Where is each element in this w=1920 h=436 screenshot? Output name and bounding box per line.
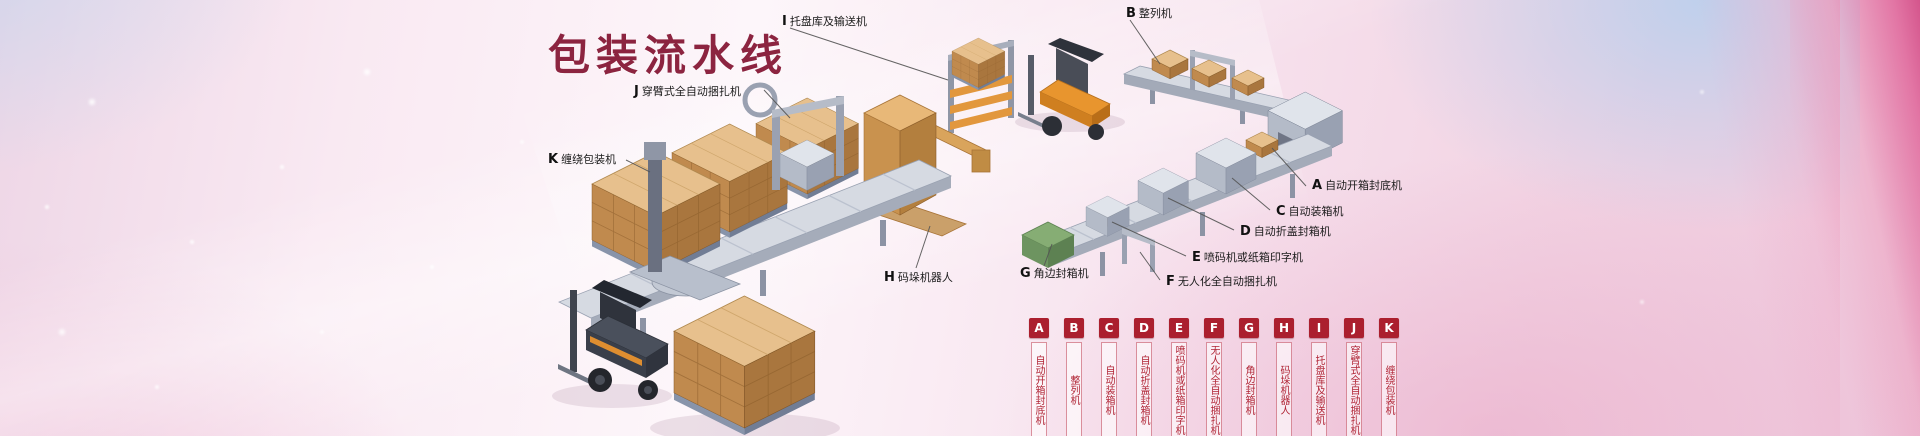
legend-item-label: 自动开箱封底机 — [1031, 342, 1047, 436]
callout-text: 穿臂式全自动捆扎机 — [641, 85, 741, 98]
legend-item-label: 角边封箱机 — [1241, 342, 1257, 436]
legend-letter-badge: F — [1204, 318, 1224, 338]
legend-letter-badge: G — [1239, 318, 1259, 338]
callout-letter: F — [1166, 274, 1175, 289]
callout-letter: B — [1126, 6, 1136, 21]
legend-letter-badge: I — [1309, 318, 1329, 338]
legend-item-label: 托盘库及输送机 — [1311, 342, 1327, 436]
legend-item-b: B 整列机 — [1063, 318, 1085, 436]
legend-letter-badge: D — [1134, 318, 1154, 338]
legend-item-e: E 喷码机或纸箱印字机 — [1168, 318, 1190, 436]
pallet-store — [948, 37, 1014, 133]
strapping-machine-f — [1122, 228, 1155, 272]
callout-text: 整列机 — [1138, 7, 1172, 20]
floor-pallet-stack — [673, 295, 816, 436]
legend: A 自动开箱封底机 B 整列机 C 自动装箱机 D 自动折盖封箱机 E 喷码机或… — [1028, 318, 1400, 436]
legend-item-label: 喷码机或纸箱印字机 — [1171, 342, 1187, 436]
callout-letter: G — [1020, 266, 1031, 281]
legend-letter-badge: C — [1099, 318, 1119, 338]
callout-text: 自动装箱机 — [1288, 205, 1344, 218]
callout-letter: A — [1312, 178, 1323, 193]
legend-item-h: H 码垛机器人 — [1273, 318, 1295, 436]
callout-letter: E — [1192, 250, 1201, 265]
callout-letter: I — [782, 14, 787, 29]
legend-letter-badge: E — [1169, 318, 1189, 338]
legend-item-j: J 穿臂式全自动捆扎机 — [1343, 318, 1365, 436]
callout-leader-lines — [625, 19, 1307, 281]
callout-text: 码垛机器人 — [897, 271, 953, 284]
legend-item-label: 码垛机器人 — [1276, 342, 1292, 436]
callout-letter: J — [634, 84, 639, 99]
legend-item-d: D 自动折盖封箱机 — [1133, 318, 1155, 436]
legend-item-label: 自动折盖封箱机 — [1136, 342, 1152, 436]
callout-text: 无人化全自动捆扎机 — [1177, 275, 1277, 288]
legend-item-label: 无人化全自动捆扎机 — [1206, 342, 1222, 436]
wrap-machine — [628, 142, 742, 301]
legend-item-a: A 自动开箱封底机 — [1028, 318, 1050, 436]
legend-item-label: 缠绕包装机 — [1381, 342, 1397, 436]
callout-text: 托盘库及输送机 — [789, 15, 867, 28]
legend-letter-badge: K — [1379, 318, 1399, 338]
legend-item-label: 自动装箱机 — [1101, 342, 1117, 436]
legend-item-g: G 角边封箱机 — [1238, 318, 1260, 436]
legend-letter-badge: B — [1064, 318, 1084, 338]
legend-item-f: F 无人化全自动捆扎机 — [1203, 318, 1225, 436]
callout-text: 喷码机或纸箱印字机 — [1203, 251, 1303, 264]
legend-letter-badge: H — [1274, 318, 1294, 338]
forklift-orange — [1018, 38, 1111, 140]
callout-letter: D — [1240, 224, 1251, 239]
legend-letter-badge: J — [1344, 318, 1364, 338]
corner-sealer-machine — [1021, 221, 1075, 268]
legend-letter-badge: A — [1029, 318, 1049, 338]
legend-item-label: 穿臂式全自动捆扎机 — [1346, 342, 1362, 436]
legend-item-c: C 自动装箱机 — [1098, 318, 1120, 436]
callout-letter: K — [548, 152, 559, 167]
legend-item-i: I 托盘库及输送机 — [1308, 318, 1330, 436]
page-title: 包装流水线 — [548, 31, 789, 80]
callout-text: 自动开箱封底机 — [1325, 179, 1403, 192]
strapping-arch-j — [742, 82, 844, 191]
callout-letter: C — [1276, 204, 1286, 219]
legend-item-k: K 缠绕包装机 — [1378, 318, 1400, 436]
callout-text: 自动折盖封箱机 — [1253, 225, 1331, 238]
legend-item-label: 整列机 — [1066, 342, 1082, 436]
callout-text: 角边封箱机 — [1033, 267, 1089, 280]
callout-letter: H — [884, 270, 895, 285]
callout-text: 缠绕包装机 — [561, 153, 617, 166]
forklift-dark — [558, 280, 669, 400]
